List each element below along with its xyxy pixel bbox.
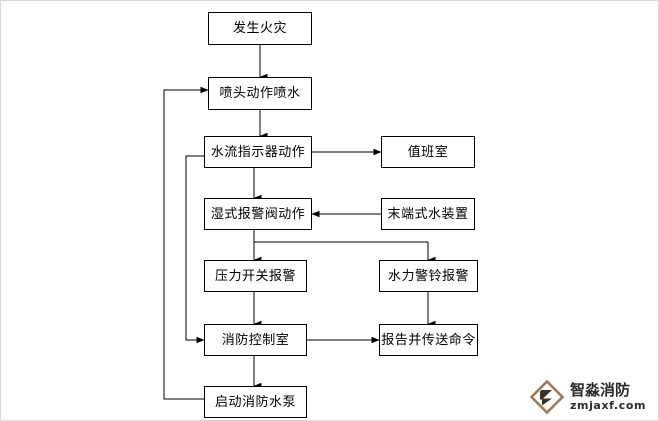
node-fire-occurs[interactable]: 发生火灾 <box>208 12 312 45</box>
edge-start-pump-feedback-to-sprinkler <box>163 86 209 400</box>
node-wet-alarm-valve-action[interactable]: 湿式报警阀动作 <box>204 198 312 230</box>
node-label: 末端式水装置 <box>387 206 469 222</box>
node-label: 水流指示器动作 <box>210 144 306 160</box>
edge-wet-alarm-valve-branch-bus <box>253 230 428 243</box>
node-label: 压力开关报警 <box>214 268 296 284</box>
node-water-motor-gong-alarm[interactable]: 水力警铃报警 <box>379 260 478 292</box>
node-label: 发生火灾 <box>232 21 287 36</box>
brand-name: 智淼消防 <box>570 381 631 399</box>
node-label: 消防控制室 <box>221 332 290 348</box>
node-label: 报告并传送命令 <box>381 332 476 348</box>
brand-diamond-icon <box>529 379 565 415</box>
brand-text-block: 智淼消防 zmjaxf.com <box>570 381 647 412</box>
node-label: 启动消防水泵 <box>214 394 296 410</box>
node-pressure-switch-alarm[interactable]: 压力开关报警 <box>204 260 307 292</box>
node-sprinkler-activates[interactable]: 喷头动作喷水 <box>208 77 312 110</box>
brand-watermark: 智淼消防 zmjaxf.com <box>529 375 655 419</box>
edge-flow-indicator-feedback-to-fire-control-room <box>185 155 205 344</box>
node-start-fire-pump[interactable]: 启动消防水泵 <box>204 386 307 418</box>
node-label: 水力警铃报警 <box>387 268 469 284</box>
node-label: 值班室 <box>407 144 449 160</box>
node-duty-room[interactable]: 值班室 <box>381 136 475 168</box>
node-flow-indicator-action[interactable]: 水流指示器动作 <box>204 136 312 168</box>
brand-domain: zmjaxf.com <box>570 399 647 412</box>
node-report-and-transmit-command[interactable]: 报告并传送命令 <box>379 324 478 356</box>
node-label: 喷头动作喷水 <box>219 86 301 101</box>
node-end-test-water-device[interactable]: 末端式水装置 <box>381 198 475 230</box>
node-label: 湿式报警阀动作 <box>210 206 306 222</box>
node-fire-control-room[interactable]: 消防控制室 <box>204 324 307 356</box>
